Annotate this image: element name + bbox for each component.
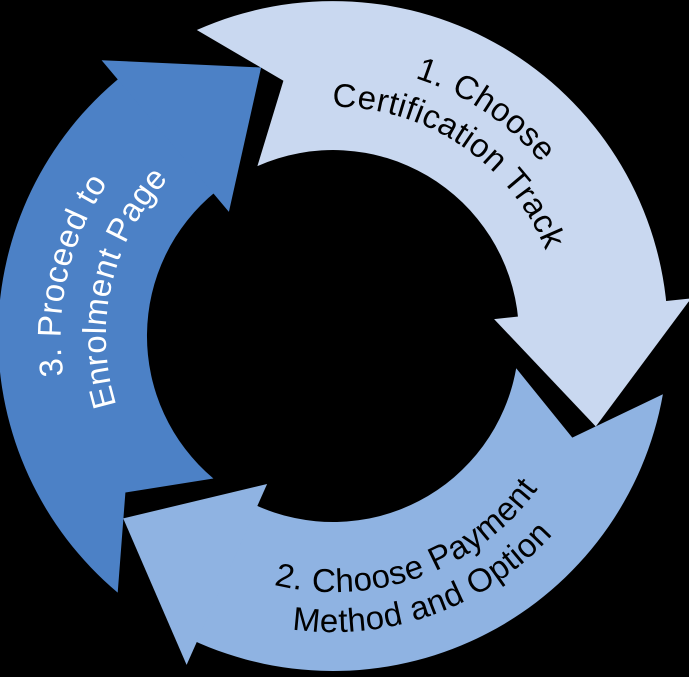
cycle-step-1-arrowhead-icon [494,298,689,427]
cycle-bands [0,1,667,671]
cycle-step-2-band [191,368,663,671]
cycle-step-1-band [196,1,667,320]
cycle-step-3-arrowhead-icon [101,60,262,212]
cycle-step-3-band [0,75,216,593]
cycle-arrowheads [101,60,689,665]
cycle-step-2-arrowhead-icon [123,484,268,665]
